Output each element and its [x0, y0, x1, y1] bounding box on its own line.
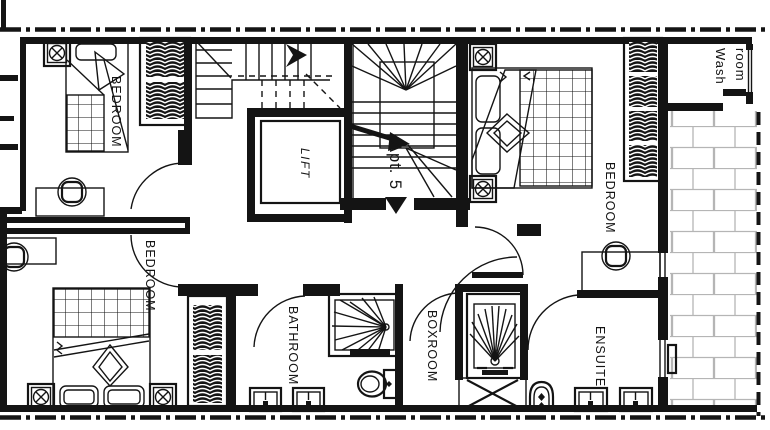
sink-icon — [573, 386, 609, 413]
wardrobe-icon — [186, 294, 229, 408]
walls — [0, 0, 757, 412]
boundary-lines — [0, 27, 770, 420]
window-right-bedroom — [657, 253, 669, 277]
washroom-label-line2: room — [733, 48, 748, 82]
boxroom-label: BOXROOM — [425, 310, 439, 382]
door-bedroom-bottom-left — [130, 234, 184, 288]
bedroom-top-left-label: BEDROOM — [109, 76, 123, 148]
stair-down-arrow — [349, 123, 397, 143]
toilet-icon — [356, 368, 399, 400]
window-washroom — [746, 50, 754, 92]
door-ensuite — [527, 294, 579, 351]
washroom-label-line1: Wash — [713, 48, 728, 85]
sink-icon — [248, 386, 283, 413]
bedroom-top-left-furniture — [35, 36, 192, 217]
door-bedroom-top-left — [130, 162, 186, 210]
sink-icon — [291, 386, 326, 413]
bedroom-right-furniture — [468, 36, 664, 293]
bed-icon — [471, 67, 593, 189]
boxroom-fixtures — [458, 292, 555, 410]
stair-direction-arrow — [286, 44, 307, 67]
door-boxroom — [439, 256, 518, 333]
bathroom-fixtures — [248, 292, 402, 413]
lift — [259, 119, 342, 205]
stair-down-arrowhead — [388, 132, 410, 151]
door-arcs — [130, 162, 579, 351]
sink-icon — [618, 386, 654, 413]
winder-fan — [351, 43, 457, 91]
wardrobe-icon — [622, 36, 664, 183]
window-ensuite — [657, 340, 678, 377]
staircase-left — [195, 37, 341, 119]
bedside-lamp-icon — [26, 382, 56, 412]
bed-icon — [65, 39, 129, 153]
room-labels: BEDROOM BEDROOM BEDROOM BATHROOM BOXROOM… — [109, 48, 748, 387]
door-bathroom — [253, 295, 306, 348]
staircase-right — [349, 37, 457, 198]
ensuite-label: ENSUITE — [593, 326, 607, 387]
bedroom-bottom-left-furniture — [0, 237, 229, 412]
shower-icon — [327, 292, 402, 358]
bedside-lamp-icon — [468, 42, 498, 72]
bedroom-bottom-left-label: BEDROOM — [143, 240, 157, 312]
bedside-lamp-icon — [148, 382, 178, 412]
duct-shaft-icon — [458, 377, 527, 410]
apartment-label: Apt. 5 — [386, 141, 404, 190]
bedroom-right-label: BEDROOM — [603, 162, 617, 234]
desk-icon — [35, 177, 105, 217]
entrance-arrow — [385, 197, 407, 214]
bathroom-label: BATHROOM — [286, 306, 300, 385]
bedside-lamp-icon — [468, 174, 498, 204]
bed-icon — [52, 287, 151, 411]
cylinder-cupboard-icon — [465, 292, 524, 380]
toilet-icon — [528, 380, 555, 410]
desk-icon — [0, 237, 57, 272]
desk-icon — [581, 241, 661, 293]
wardrobe-icon — [138, 36, 192, 127]
door-boxroom-left — [409, 292, 459, 342]
door-bedroom-right — [474, 226, 524, 276]
terrace-paving — [670, 111, 757, 405]
lift-label: LIFT — [298, 148, 312, 179]
ensuite-fixtures — [573, 386, 654, 413]
